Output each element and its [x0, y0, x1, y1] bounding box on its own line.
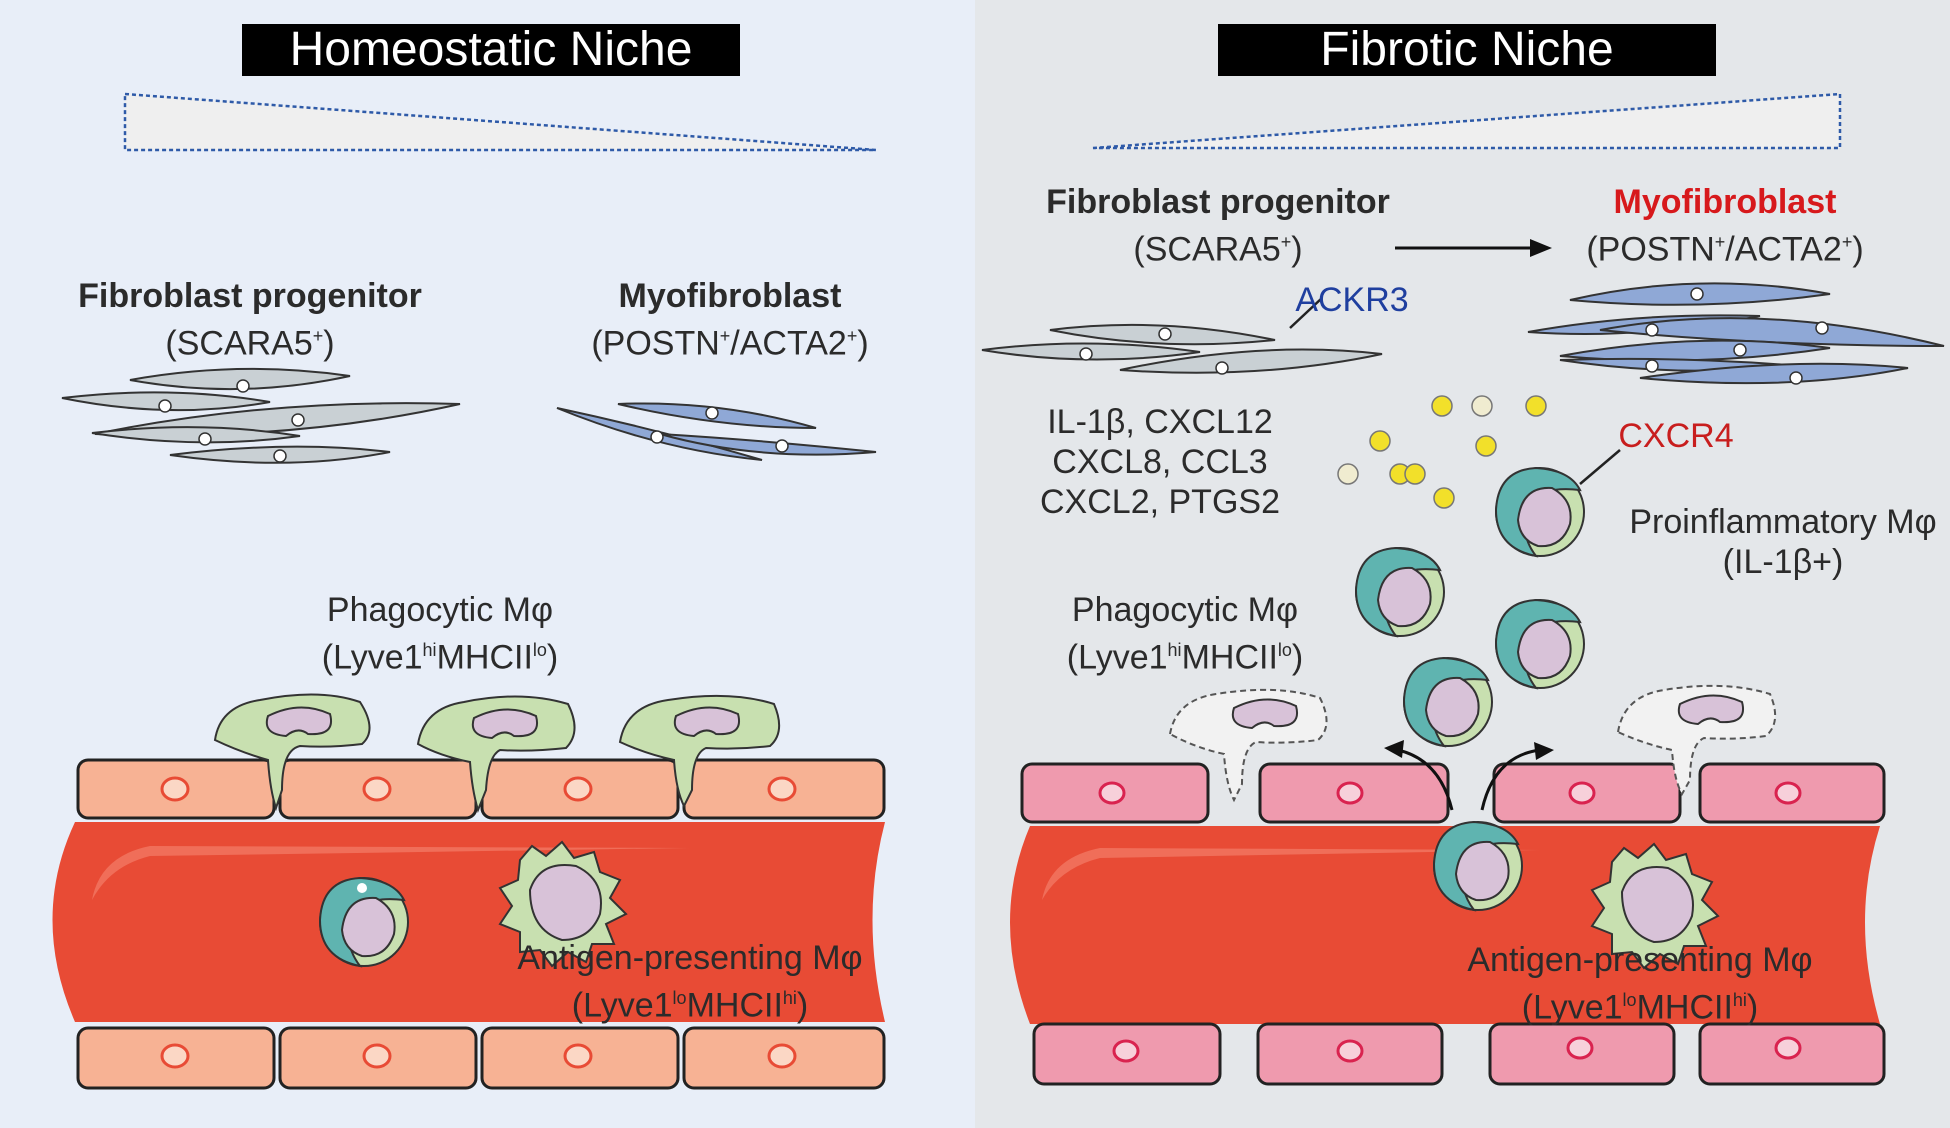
right-antigen-marker: (Lyve1loMHCIIhi)	[1521, 988, 1759, 1027]
left-gradient-wedge	[123, 92, 877, 152]
cytokine-particles	[1337, 395, 1547, 509]
left-arrowhead	[1384, 740, 1404, 758]
left-fibroblast-cluster	[61, 367, 461, 464]
left-fibroblast-marker: (SCARA5+)	[165, 324, 335, 363]
left-antigen-label: Antigen-presenting Mφ (Lyve1loMHCIIhi)	[480, 938, 900, 1025]
left-antigen-macrophage	[498, 840, 628, 968]
ackr3-pointer	[1289, 297, 1323, 329]
proinflammatory-label: Proinflammatory Mφ (IL-1β+)	[1620, 502, 1946, 582]
cxcr4-label: CXCR4	[1618, 417, 1734, 455]
left-myofibroblast-label: Myofibroblast (POSTN+/ACTA2+)	[560, 276, 900, 363]
left-myofibroblast-marker: (POSTN+/ACTA2+)	[591, 324, 869, 363]
right-phagocytic-name: Phagocytic Mφ	[1071, 591, 1299, 629]
left-endothelial-bottom	[76, 1026, 886, 1090]
proinflammatory-name: Proinflammatory Mφ	[1629, 503, 1937, 541]
right-myofibroblast-cluster	[1527, 282, 1945, 385]
right-antigen-label: Antigen-presenting Mφ (Lyve1loMHCIIhi)	[1430, 940, 1850, 1027]
left-teal-macrophage	[318, 876, 409, 968]
cytokine-line-2: CXCL8, CCL3	[1052, 443, 1268, 481]
left-fibroblast-name: Fibroblast progenitor	[78, 277, 422, 315]
right-arrowhead	[1534, 742, 1554, 760]
left-panel-title: Homeostatic Niche	[242, 24, 740, 76]
left-myofibroblast-name: Myofibroblast	[618, 277, 842, 315]
left-phagocytic-label: Phagocytic Mφ (Lyve1hiMHCIIlo)	[240, 590, 640, 677]
right-phagocytic-marker: (Lyve1hiMHCIIlo)	[1066, 638, 1304, 677]
cxcr4-pointer	[1579, 449, 1621, 485]
right-fibroblast-label: Fibroblast progenitor (SCARA5+)	[1018, 182, 1418, 269]
right-antigen-macrophage	[1590, 842, 1720, 970]
right-gradient-wedge	[1092, 92, 1842, 150]
right-myofibroblast-name: Myofibroblast	[1613, 183, 1837, 221]
right-fibroblast-name: Fibroblast progenitor	[1046, 183, 1390, 221]
cytokine-line-3: CXCL2, PTGS2	[1040, 483, 1280, 521]
proinflammatory-marker: (IL-1β+)	[1722, 543, 1844, 581]
right-panel-title: Fibrotic Niche	[1218, 24, 1716, 76]
right-myofibroblast-marker: (POSTN+/ACTA2+)	[1586, 230, 1864, 269]
left-fibroblast-label: Fibroblast progenitor (SCARA5+)	[50, 276, 450, 363]
cytokine-line-1: IL-1β, CXCL12	[1047, 403, 1273, 441]
right-antigen-name: Antigen-presenting Mφ	[1467, 941, 1813, 979]
left-myofibroblast-cluster	[556, 402, 877, 461]
left-endothelial-nuclei	[160, 776, 797, 1069]
left-antigen-name: Antigen-presenting Mφ	[517, 939, 863, 977]
right-endothelial-nuclei	[1098, 781, 1802, 1063]
extravasation-arrows	[1397, 748, 1541, 811]
left-phagocytic-nuclei	[265, 706, 740, 740]
right-phagocytic-label: Phagocytic Mφ (Lyve1hiMHCIIlo)	[1000, 590, 1370, 677]
right-proinflammatory-macrophages	[1354, 466, 1585, 912]
left-phagocytic-name: Phagocytic Mφ	[326, 591, 554, 629]
left-blood-vessel	[52, 822, 885, 1022]
differentiation-arrow	[1395, 239, 1552, 257]
right-ghost-nuclei	[1231, 694, 1744, 730]
right-myofibroblast-label: Myofibroblast (POSTN+/ACTA2+)	[1555, 182, 1895, 269]
left-antigen-marker: (Lyve1loMHCIIhi)	[571, 986, 809, 1025]
left-phagocytic-marker: (Lyve1hiMHCIIlo)	[321, 638, 559, 677]
cytokine-list: IL-1β, CXCL12 CXCL8, CCL3 CXCL2, PTGS2	[1020, 402, 1300, 522]
right-fibroblast-cluster	[981, 323, 1383, 375]
ackr3-label: ACKR3	[1295, 281, 1409, 319]
right-fibroblast-marker: (SCARA5+)	[1133, 230, 1303, 269]
